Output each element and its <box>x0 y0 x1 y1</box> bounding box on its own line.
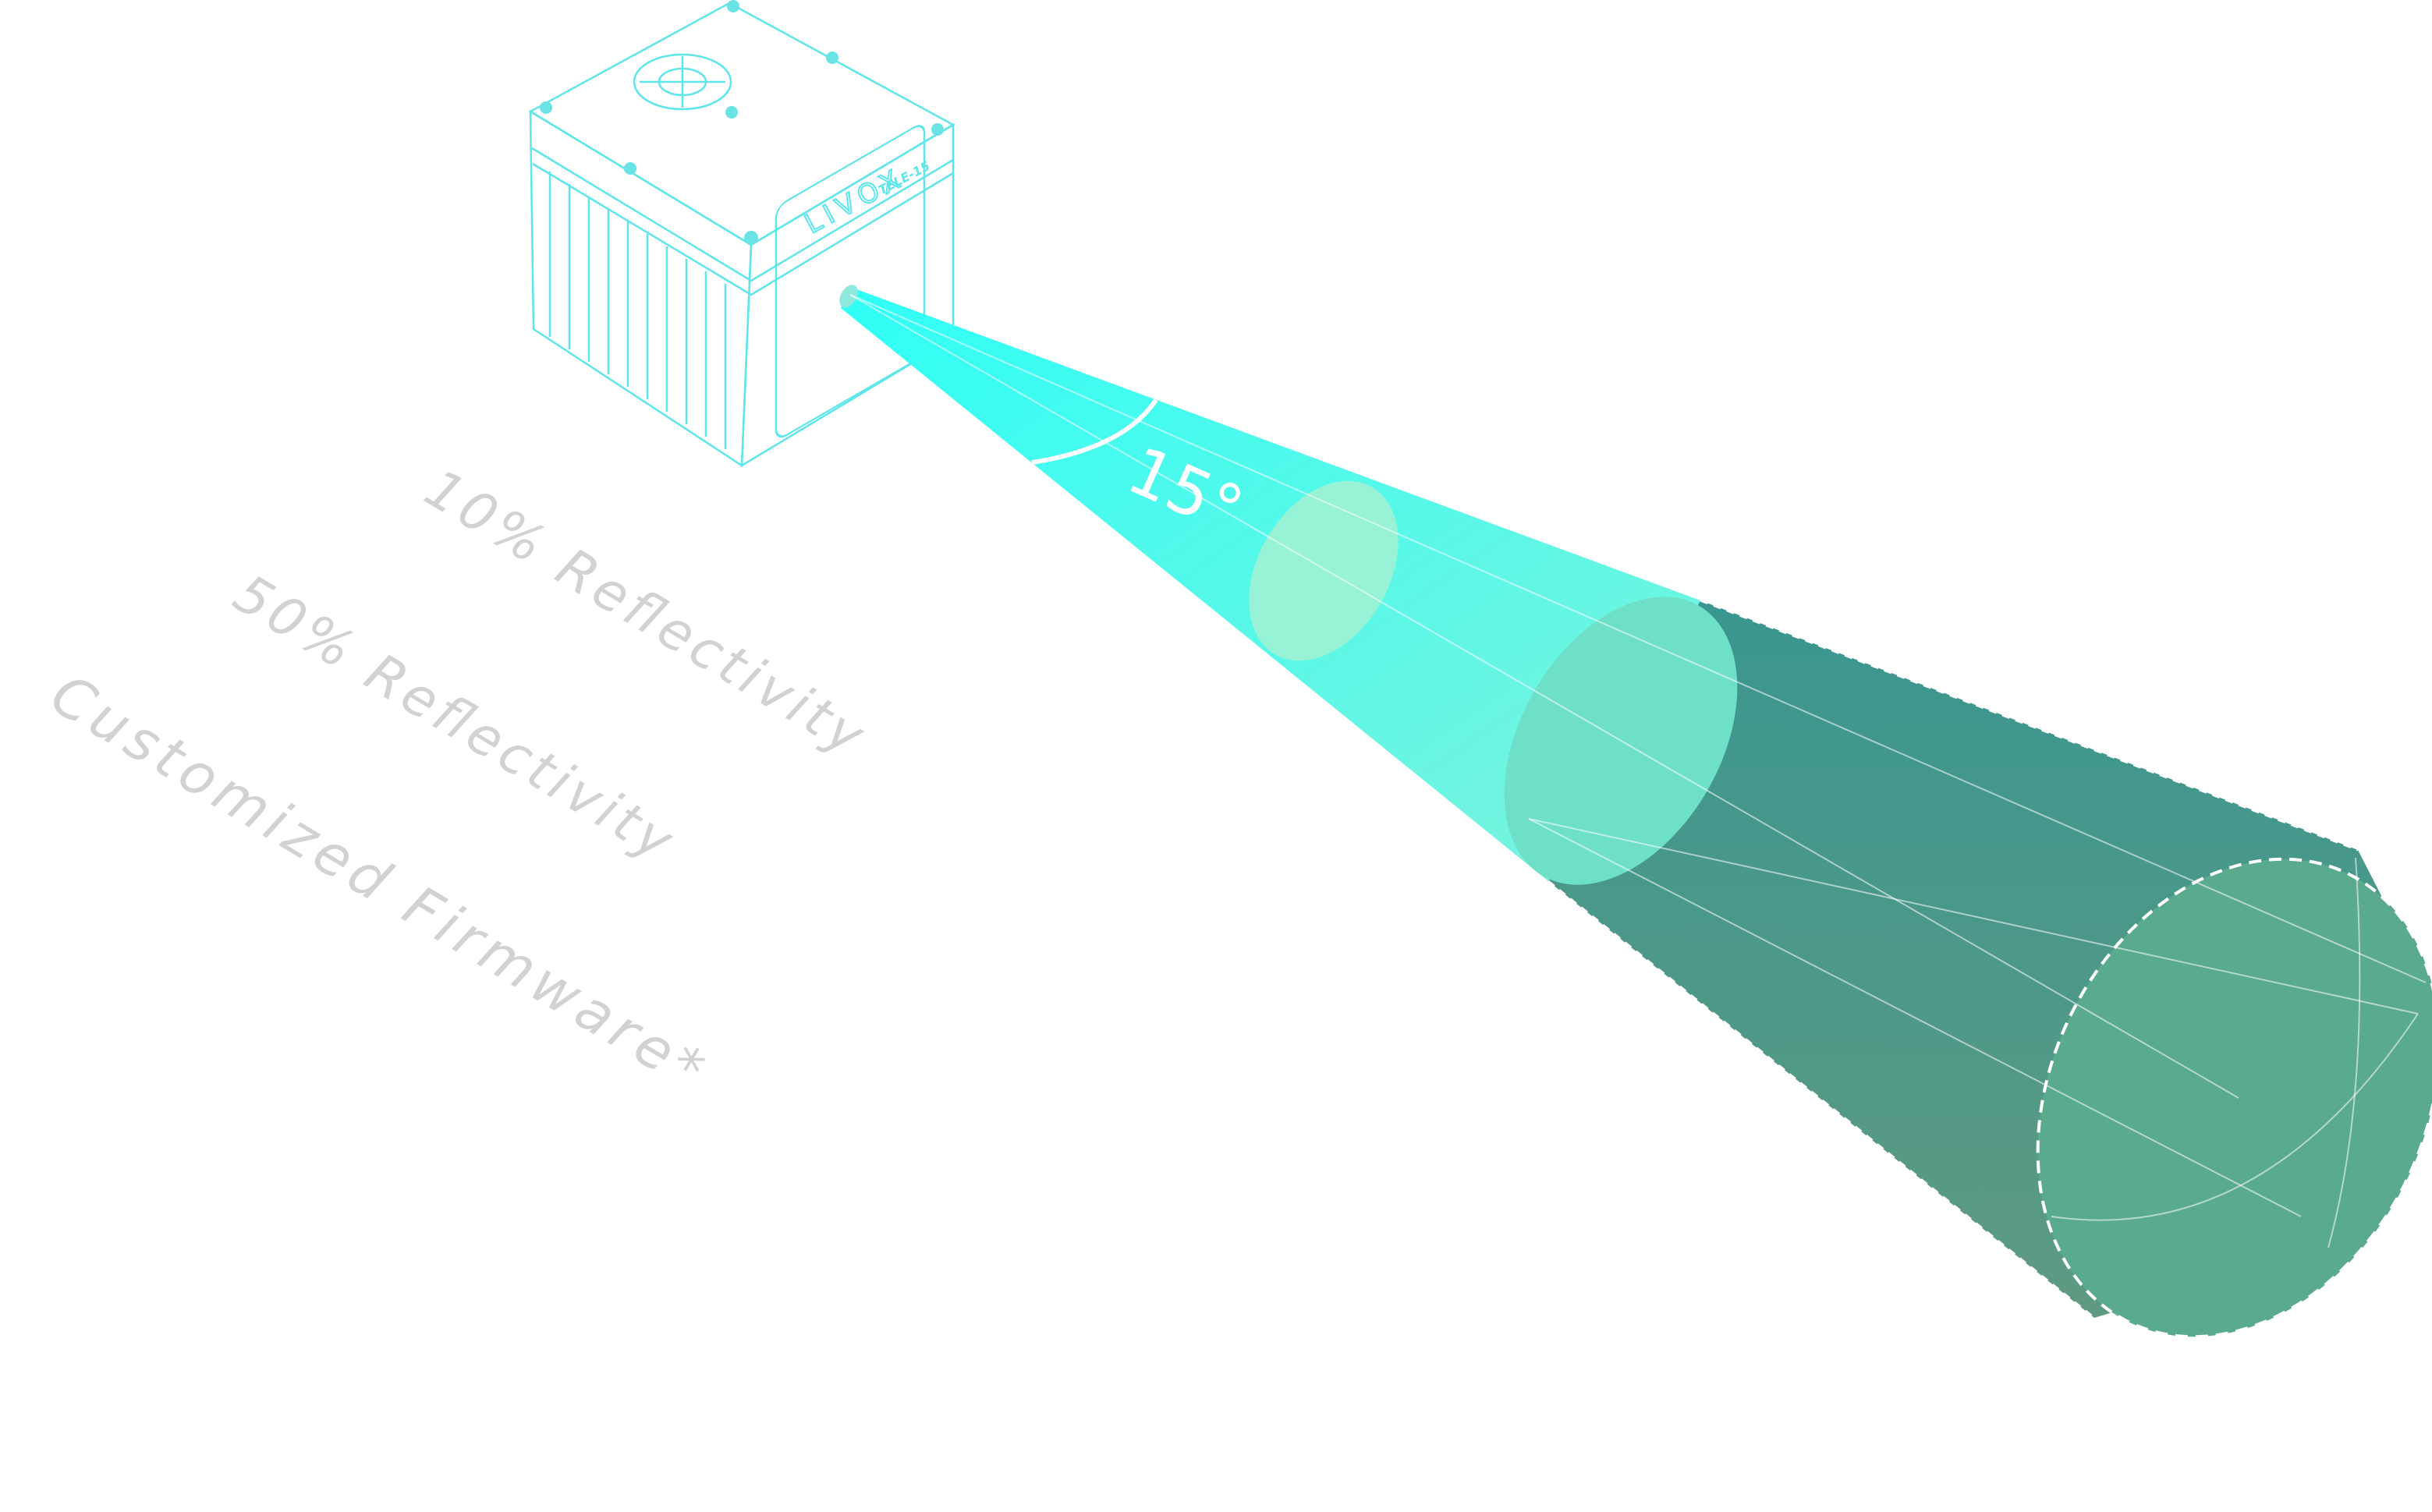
device-fins <box>548 172 727 449</box>
feature-labels: 10% Reflectivity 50% Reflectivity Custom… <box>40 458 874 1103</box>
device-window <box>775 125 926 438</box>
device-top-face <box>528 2 955 246</box>
beam-end-outline <box>2036 857 2432 1339</box>
lidar-device: LIVOX TELE-15 <box>528 0 955 468</box>
beam-cone: 15° <box>839 285 2432 1339</box>
beam-angle-arc <box>1031 398 1158 465</box>
device-side-face <box>529 109 753 468</box>
beam-guide-lines <box>849 294 2427 1248</box>
device-fan-icon <box>633 53 732 111</box>
feature-label-customized-firmware: Customized Firmware* <box>40 661 715 1103</box>
beam-near-ellipse <box>1249 480 1399 661</box>
device-brand-label: LIVOX <box>799 161 910 240</box>
